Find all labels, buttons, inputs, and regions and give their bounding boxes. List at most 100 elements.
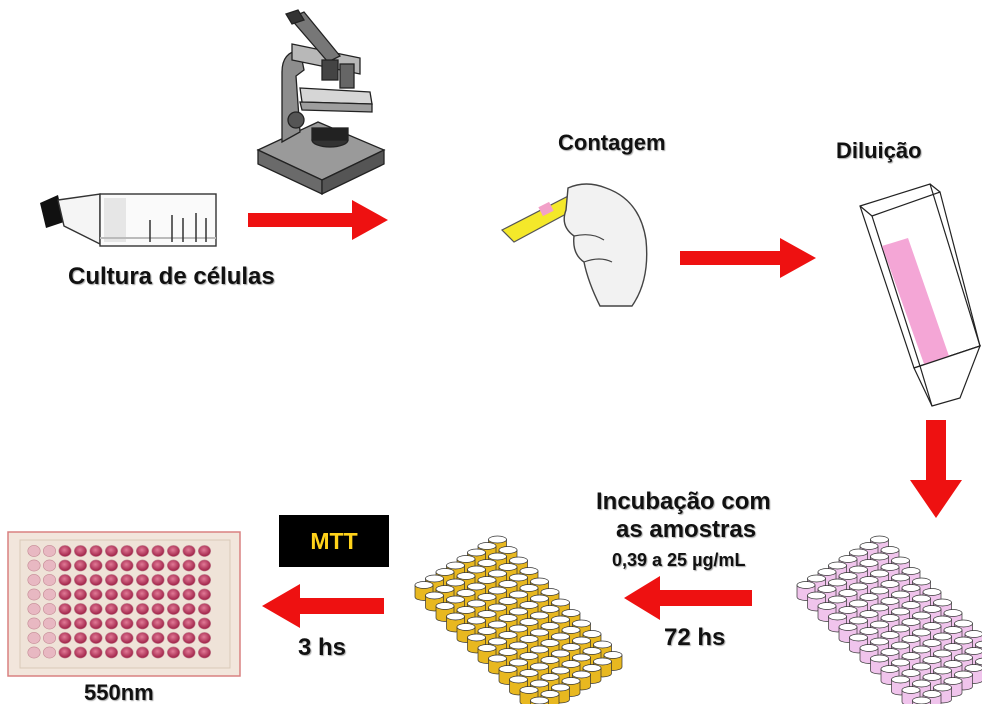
plate-well-rim [499, 666, 517, 673]
photo-well [28, 560, 40, 571]
plate-well-rim [860, 628, 878, 635]
plate-well-rim [871, 604, 889, 611]
photo-well [121, 632, 133, 643]
plate-well-rim [839, 556, 857, 563]
photo-well [74, 647, 86, 658]
plate-well-rim [573, 654, 591, 661]
photo-well [105, 574, 117, 585]
photo-well [59, 632, 71, 643]
photo-well [43, 618, 55, 629]
plate-well-rim [881, 632, 899, 639]
plate-well-rim [871, 553, 889, 560]
plate-well-rim [520, 619, 538, 626]
plate-well-rim [871, 655, 889, 662]
culture-label: Cultura de células [68, 263, 275, 291]
plate-well-rim [562, 644, 580, 651]
plate-well-rim [510, 642, 528, 649]
plate-well-rim [839, 607, 857, 614]
photo-well [121, 545, 133, 556]
mtt-box: MTT [279, 515, 389, 567]
photo-well [152, 574, 164, 585]
plate-well-rim [468, 600, 486, 607]
microscope-icon [258, 10, 384, 194]
plate-well-rim [447, 579, 465, 586]
plate-well-rim [478, 594, 496, 601]
plate-well-rim [499, 632, 517, 639]
plate-well-rim [902, 636, 920, 643]
plate-well-rim [573, 671, 591, 678]
photo-well [28, 574, 40, 585]
plate-well-rim [468, 566, 486, 573]
mtt-label: MTT [310, 528, 357, 555]
plate-well-rim [468, 617, 486, 624]
plate-well-rim [594, 658, 612, 665]
photo-well [105, 603, 117, 614]
plate-well-rim [871, 587, 889, 594]
plate-well-rim [510, 591, 528, 598]
plate-well-rim [797, 582, 815, 589]
plate-well-rim [892, 591, 910, 598]
plate-well-rim [489, 536, 507, 543]
photo-well [90, 589, 102, 600]
photo-well [28, 618, 40, 629]
plate-well-rim [913, 663, 931, 670]
photo-well [136, 545, 148, 556]
arrow-left-1 [624, 576, 752, 620]
photo-well [152, 632, 164, 643]
plate-well-rim [860, 611, 878, 618]
photo-well [59, 574, 71, 585]
plate-well-rim [944, 610, 962, 617]
plate-well-rim [499, 547, 517, 554]
plate-well-rim [489, 553, 507, 560]
plate-well-rim [902, 602, 920, 609]
plate-well-rim [489, 570, 507, 577]
plate-well-rim [892, 676, 910, 683]
plate-well-rim [520, 602, 538, 609]
time-72-label: 72 hs [664, 624, 725, 652]
plate-well-rim [934, 650, 952, 657]
dilution-label: Diluição [836, 138, 922, 164]
photo-well [152, 545, 164, 556]
plate-well-rim [562, 661, 580, 668]
photo-well [28, 589, 40, 600]
plate-well-rim [426, 575, 444, 582]
photo-well [152, 603, 164, 614]
plate-well-rim [860, 560, 878, 567]
plate-well-rim [552, 616, 570, 623]
plate-well-rim [457, 607, 475, 614]
plate-well-rim [415, 582, 433, 589]
photo-well [152, 560, 164, 571]
plate-well-rim [520, 687, 538, 694]
plate-well-rim [510, 625, 528, 632]
photo-well [183, 632, 195, 643]
plate-well-rim [934, 684, 952, 691]
plate-well-rim [892, 557, 910, 564]
photo-well [105, 589, 117, 600]
plate-well-rim [850, 634, 868, 641]
plate-well-rim [913, 680, 931, 687]
plate-well-rim [913, 595, 931, 602]
photo-well [59, 545, 71, 556]
plate-well-rim [457, 590, 475, 597]
photo-well [136, 603, 148, 614]
plate-well-rim [541, 674, 559, 681]
plate-well-rim [489, 621, 507, 628]
photo-well [121, 560, 133, 571]
plate-well-rim [934, 599, 952, 606]
plate-well-rim [562, 627, 580, 634]
photo-well [183, 618, 195, 629]
plate-well-rim [955, 620, 973, 627]
plate-well-rim [457, 573, 475, 580]
plate-well-rim [923, 674, 941, 681]
plate-well-rim [489, 587, 507, 594]
plate-well-rim [478, 560, 496, 567]
photo-well [90, 647, 102, 658]
photo-well [74, 618, 86, 629]
plate-well-rim [499, 581, 517, 588]
plate-well-rim [944, 627, 962, 634]
plate-well-rim [520, 636, 538, 643]
plate-well-rim [531, 595, 549, 602]
plate-well-rim [541, 640, 559, 647]
plate-well-rim [902, 568, 920, 575]
plate-well-rim [531, 663, 549, 670]
